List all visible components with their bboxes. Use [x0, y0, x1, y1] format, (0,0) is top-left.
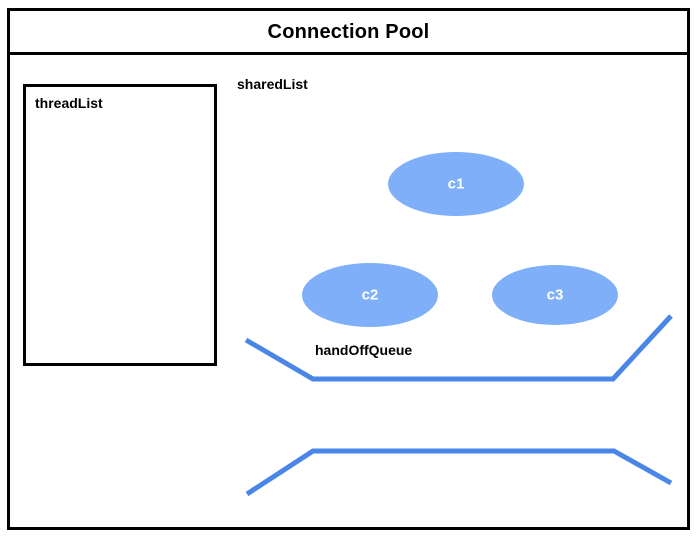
- pool-body: threadList sharedList c1 c2 c3 handOffQu…: [10, 55, 687, 527]
- connection-node-label: c3: [546, 286, 564, 303]
- connection-node-c1[interactable]: c1: [388, 152, 524, 216]
- connection-pool-frame: Connection Pool threadList sharedList c1…: [7, 8, 690, 530]
- page-title: Connection Pool: [267, 20, 430, 43]
- shared-list-label: sharedList: [237, 76, 308, 92]
- connection-node-c3[interactable]: c3: [492, 265, 618, 325]
- handoff-queue-bottom-shape: [245, 448, 673, 497]
- thread-list-label: threadList: [35, 95, 103, 111]
- thread-list-box[interactable]: threadList: [23, 84, 217, 366]
- connection-node-label: c2: [361, 286, 379, 303]
- connection-node-c2[interactable]: c2: [302, 263, 438, 327]
- connection-node-label: c1: [447, 175, 465, 192]
- title-bar: Connection Pool: [10, 11, 687, 55]
- handoff-queue-label: handOffQueue: [315, 342, 413, 358]
- handoff-queue-top-shape: [244, 314, 673, 382]
